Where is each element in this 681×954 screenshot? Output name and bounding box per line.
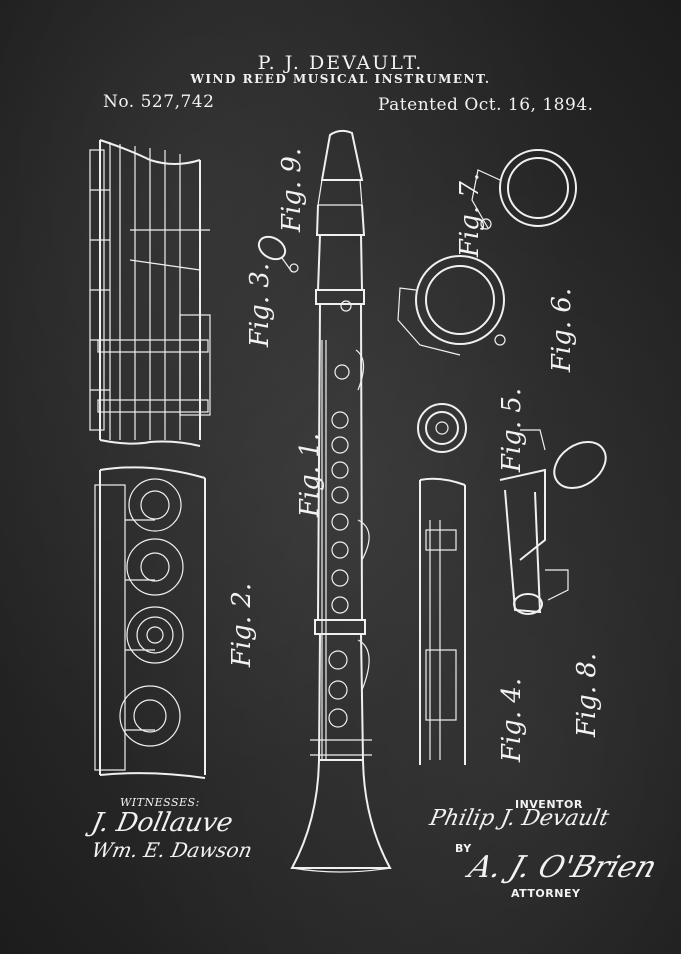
- inventor-label: INVENTOR: [515, 798, 583, 811]
- patent-title: P. J. DEVAULT.: [257, 52, 424, 74]
- fig4-label: Fig. 4.: [497, 677, 528, 763]
- attorney-signature: A. J. O'Brien: [464, 850, 662, 885]
- inventor-signature: Philip J. Devault: [427, 806, 612, 831]
- fig3-key: [257, 235, 299, 273]
- fig6-label: Fig. 6.: [547, 287, 578, 373]
- witnesses-label: WITNESSES:: [120, 796, 200, 809]
- witness-signature-1: J. Dollauve: [88, 808, 236, 838]
- fig4-section: [419, 477, 466, 765]
- patent-subtitle: WIND REED MUSICAL INSTRUMENT.: [190, 72, 491, 86]
- fig8-label: Fig. 8.: [572, 652, 603, 738]
- clarinet-drawing: [290, 129, 392, 873]
- patent-number: No. 527,742: [103, 92, 215, 112]
- fig2-label: Fig. 2.: [227, 582, 258, 668]
- fig5-ring: [417, 403, 467, 453]
- fig1-label: Fig. 1.: [295, 432, 326, 518]
- fig5-label: Fig. 5.: [497, 387, 528, 473]
- witness-signature-2: Wm. E. Dawson: [89, 838, 255, 862]
- fig7-label: Fig. 7.: [455, 172, 486, 258]
- fig8-key-lever: [499, 429, 607, 615]
- key-section-bottom: [94, 466, 206, 779]
- fig9-label: Fig. 9.: [277, 147, 308, 233]
- fig7-ring: [471, 149, 577, 230]
- by-label: BY: [455, 842, 472, 855]
- attorney-label: ATTORNEY: [511, 887, 581, 900]
- fig6-ring: [397, 255, 506, 356]
- patent-date: Patented Oct. 16, 1894.: [378, 95, 594, 115]
- key-section-top: [89, 139, 211, 447]
- fig3-label: Fig. 3.: [245, 262, 276, 348]
